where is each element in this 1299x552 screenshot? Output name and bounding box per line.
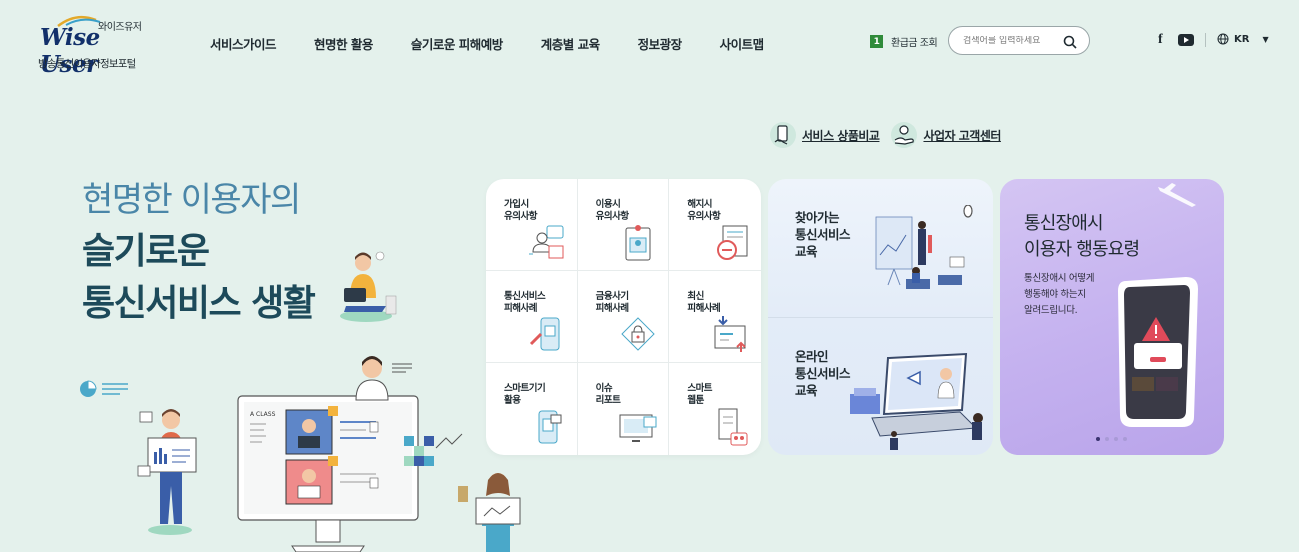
nav-smart-usage[interactable]: 현명한 활용: [314, 37, 373, 52]
logo-english-text: Wise User: [40, 24, 100, 78]
grid-item-label: 금융사기 피해사례: [595, 291, 629, 314]
hero-line-2: 슬기로운: [82, 231, 210, 272]
latest-damage-icon: [714, 316, 746, 352]
grid-item-smart-device[interactable]: 스마트기기 활용: [486, 363, 578, 455]
main-navigation: 서비스가이드 현명한 활용 슬기로운 피해예방 계층별 교육 정보광장 사이트맵: [210, 34, 802, 53]
quick-link-customer-center[interactable]: 사업자 고객센터: [891, 122, 1001, 148]
refund-badge: 1: [870, 35, 883, 48]
refund-lookup-link[interactable]: 1 환급금 조회: [870, 34, 938, 49]
online-education-link[interactable]: 온라인 통신서비스 교육: [768, 317, 993, 455]
search-box: [948, 26, 1090, 55]
grid-item-financial-fraud[interactable]: 금융사기 피해사례: [577, 271, 670, 363]
person-sign-illustration: [458, 473, 521, 552]
smart-webtoon-icon: [718, 408, 748, 446]
grid-item-usage-caution[interactable]: 이용시 유의사항: [577, 179, 670, 271]
grid-item-label: 이슈 리포트: [595, 383, 621, 406]
logo-subtitle: 방송통신이용자정보포털: [38, 58, 136, 70]
visiting-education-link[interactable]: 찾아가는 통신서비스 교육: [768, 179, 993, 317]
quick-link-label: 서비스 상품비교: [802, 128, 880, 143]
signup-caution-icon: [528, 225, 564, 259]
classroom-illustration: [875, 205, 973, 289]
hero-line-1: 현명한 이용자의: [82, 180, 301, 220]
nav-education[interactable]: 계층별 교육: [540, 37, 600, 52]
phone-hand-icon: [770, 122, 796, 148]
header-divider: [1205, 33, 1206, 47]
search-input[interactable]: [963, 35, 1063, 46]
site-logo[interactable]: 와이즈유저 Wise User 방송통신이용자정보포털: [38, 14, 148, 78]
grid-item-label: 이용시 유의사항: [595, 199, 629, 222]
grid-item-cancel-caution[interactable]: 해지시 유의사항: [669, 179, 761, 271]
grid-item-label: 스마트기기 활용: [504, 383, 546, 406]
svg-text:A CLASS: A CLASS: [250, 411, 276, 418]
nav-service-guide[interactable]: 서비스가이드: [210, 37, 277, 52]
visiting-education-label: 찾아가는 통신서비스 교육: [795, 210, 851, 259]
banner-dot-4[interactable]: [1123, 437, 1127, 441]
nav-damage-prevention[interactable]: 슬기로운 피해예방: [410, 37, 503, 52]
smart-device-icon: [538, 410, 562, 444]
grid-item-label: 통신서비스 피해사례: [504, 291, 546, 314]
grid-item-issue-report[interactable]: 이슈 리포트: [578, 363, 670, 455]
video-class-monitor-illustration: A CLASS: [237, 356, 463, 552]
banner-pagination: [1096, 437, 1127, 441]
sns-links: f: [1158, 32, 1194, 48]
grid-item-telecom-damage[interactable]: 통신서비스 피해사례: [486, 271, 578, 363]
grid-item-label: 해지시 유의사항: [687, 199, 721, 222]
nav-info-plaza[interactable]: 정보광장: [637, 37, 683, 52]
laptop-lecture-illustration: [850, 352, 983, 450]
banner-dot-3[interactable]: [1114, 437, 1118, 441]
globe-icon: [1217, 33, 1229, 45]
nav-sitemap[interactable]: 사이트맵: [719, 37, 765, 52]
quick-link-product-compare[interactable]: 서비스 상품비교: [770, 122, 880, 148]
financial-fraud-icon: [621, 317, 656, 351]
airplane-icon: [1158, 183, 1196, 207]
chevron-down-icon: ▼: [1262, 34, 1269, 44]
hero-line-3: 통신서비스 생활: [82, 283, 316, 324]
person-laptop-illustration: [340, 251, 397, 322]
logo-swoosh-icon: [57, 15, 101, 27]
education-card: 찾아가는 통신서비스 교육 온라인 통신서비스 교육: [768, 179, 993, 455]
person-board-illustration: [137, 409, 197, 535]
quick-link-label: 사업자 고객센터: [923, 128, 1001, 143]
banner-dot-2[interactable]: [1105, 437, 1109, 441]
grid-item-smart-webtoon[interactable]: 스마트 웹툰: [669, 363, 761, 455]
outage-guide-banner[interactable]: 통신장애시 이용자 행동요령 통신장애시 어떻게 행동해야 하는지 알려드립니다…: [1000, 179, 1224, 455]
facebook-icon[interactable]: f: [1158, 32, 1163, 47]
cancel-caution-icon: [716, 225, 748, 260]
logo-korean-text: 와이즈유저: [98, 22, 142, 33]
language-label: KR: [1234, 33, 1250, 45]
grid-item-signup-caution[interactable]: 가입시 유의사항: [486, 179, 578, 271]
banner-description: 통신장애시 어떻게 행동해야 하는지 알려드립니다.: [1024, 273, 1095, 316]
language-selector[interactable]: KR ▼: [1217, 33, 1269, 45]
online-education-label: 온라인 통신서비스 교육: [795, 349, 851, 398]
banner-dot-1[interactable]: [1096, 437, 1100, 441]
refund-label: 환급금 조회: [891, 38, 938, 49]
support-hand-icon: [891, 122, 918, 148]
pie-chart-icon: [80, 380, 128, 397]
usage-caution-icon: [625, 225, 651, 261]
guide-grid-card: 가입시 유의사항 이용시 유의사항 해지시 유의사항 통신서비스 피해사례 금융…: [486, 179, 761, 455]
issue-report-icon: [619, 414, 657, 442]
grid-item-label: 최신 피해사례: [687, 291, 721, 314]
smartphone-warning-illustration: [1118, 277, 1198, 427]
grid-item-label: 스마트 웹툰: [687, 383, 713, 406]
search-icon[interactable]: [1063, 34, 1077, 49]
grid-item-latest-damage[interactable]: 최신 피해사례: [669, 271, 761, 363]
quick-links: 서비스 상품비교 사업자 고객센터: [770, 122, 1001, 148]
youtube-icon[interactable]: [1178, 34, 1194, 46]
banner-title: 통신장애시 이용자 행동요령: [1024, 213, 1140, 260]
telecom-damage-icon: [529, 317, 560, 351]
grid-item-label: 가입시 유의사항: [504, 199, 537, 222]
